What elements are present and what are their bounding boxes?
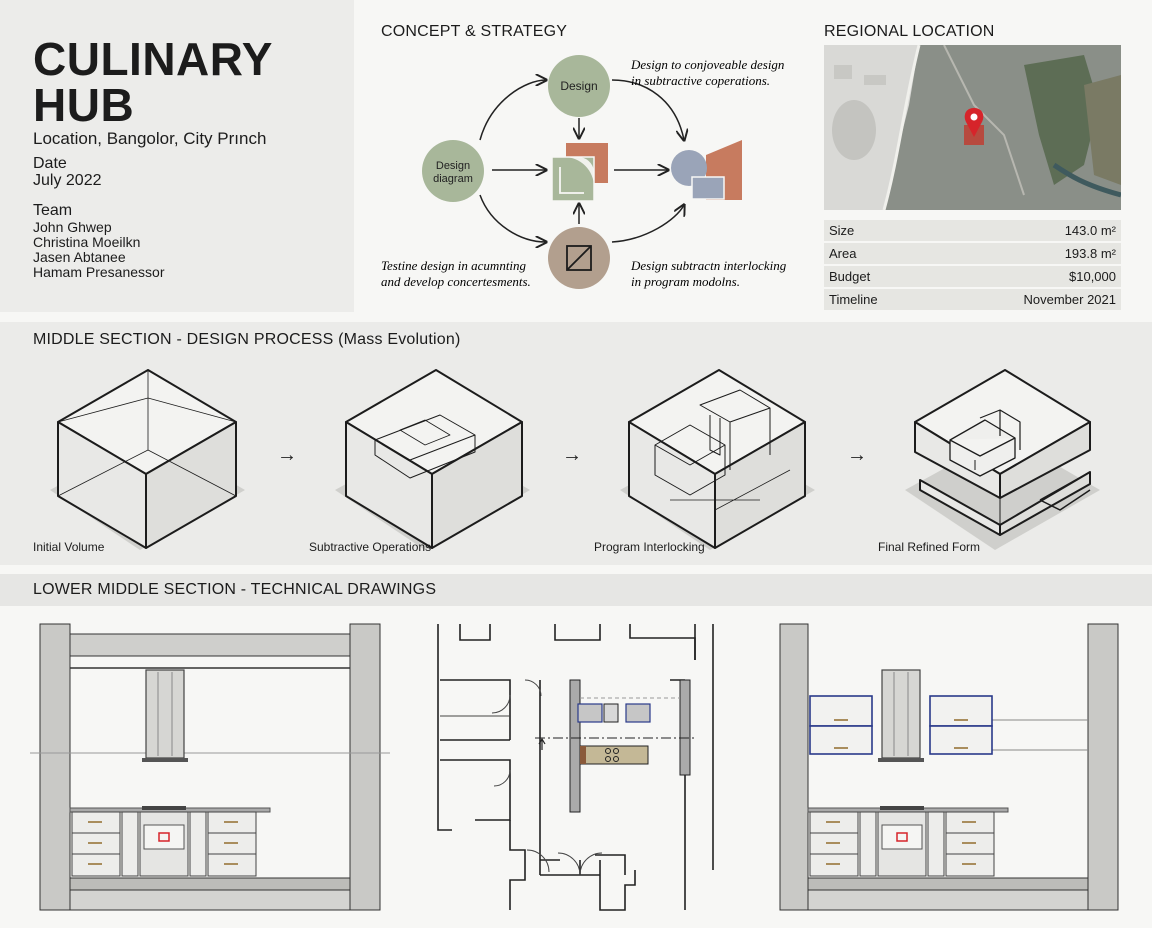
fact-label: Size	[824, 220, 933, 241]
fact-value: 193.8 m²	[932, 243, 1121, 264]
process-arrow-1: →	[277, 444, 297, 466]
stage-label-initial: Initial Volume	[33, 540, 105, 554]
design-node	[548, 55, 610, 117]
mass-final-form	[914, 369, 1091, 536]
north-arrow-icon	[538, 737, 546, 750]
team-member: Jasen Abtanee	[33, 249, 126, 265]
final-form-icon	[671, 140, 742, 200]
design-diagram-label-2: diagram	[433, 173, 473, 185]
fact-label: Budget	[824, 266, 933, 287]
process-arrow-3: →	[847, 444, 867, 466]
stage-label-subtractive: Subtractive Operations	[309, 540, 432, 554]
mass-subtractive	[345, 369, 523, 549]
floor-plan	[437, 624, 714, 911]
design-diagram-node	[422, 140, 484, 202]
design-node-label: Design	[560, 79, 597, 93]
process-heading: MIDDLE SECTION - DESIGN PROCESS (Mass Ev…	[33, 331, 460, 349]
fact-row-budget: Budget$10,000	[824, 266, 1121, 287]
fact-value: November 2021	[932, 289, 1121, 310]
process-heading-rest: (Mass Evolution)	[338, 331, 461, 348]
note-bottom-left-1: Testine design in acumnting	[381, 258, 527, 273]
team-member: Hamam Presanessor	[33, 264, 165, 280]
arrow-diagram-to-design	[479, 80, 546, 141]
note-top-right-2: in subtractive coperations.	[631, 73, 770, 88]
team-member: Christina Moeilkn	[33, 234, 141, 250]
upper-cabinet-icon	[809, 695, 993, 755]
fact-label: Area	[824, 243, 933, 264]
stage-label-interlocking: Program Interlocking	[594, 540, 705, 554]
team-label: Team	[33, 202, 73, 219]
technical-section-header	[0, 574, 1152, 606]
mass-program-interlocking	[628, 369, 806, 549]
regional-map	[824, 45, 1121, 210]
kitchen-counter-icon	[807, 806, 1009, 877]
mass-initial-volume	[57, 369, 237, 549]
title-panel	[0, 0, 354, 312]
note-bottom-right-1: Design subtractn interlocking	[630, 258, 787, 273]
process-arrow-2: →	[562, 444, 582, 466]
note-bottom-right-2: in program modolns.	[631, 274, 740, 289]
concept-heading: CONCEPT & STRATEGY	[381, 23, 568, 40]
section-drawing-right	[779, 623, 1119, 911]
date-value: July 2022	[33, 172, 102, 189]
fact-value: $10,000	[932, 266, 1121, 287]
title-line-2: HUB	[33, 79, 135, 131]
arrow-diagram-to-bottom	[479, 194, 546, 242]
stage-label-final: Final Refined Form	[878, 540, 981, 554]
arrow-bottom-to-result	[611, 205, 684, 243]
note-bottom-left-2: and develop concertesments.	[381, 274, 531, 289]
project-title: CULINARY HUB	[33, 36, 333, 128]
interlock-shape-icon	[551, 143, 608, 202]
location-pin-icon	[964, 108, 984, 137]
title-line-1: CULINARY	[33, 33, 273, 85]
technical-heading: LOWER MIDDLE SECTION - TECHNICAL DRAWING…	[33, 581, 437, 598]
section-drawing-left	[30, 623, 390, 911]
fact-label: Timeline	[824, 289, 933, 310]
range-hood-icon	[878, 669, 924, 762]
process-heading-bold: MIDDLE SECTION - DESIGN PROCESS	[33, 331, 334, 348]
kitchen-counter-icon	[69, 806, 271, 877]
concept-diagram: Design Design diagram Design to conjovea…	[381, 55, 787, 289]
mass-evolution-diagram	[50, 369, 1100, 550]
square-icon	[566, 245, 592, 271]
team-list: John Ghwep Christina Moeilkn Jasen Abtan…	[33, 220, 165, 280]
team-member: John Ghwep	[33, 219, 112, 235]
note-top-right-1: Design to conjoveable design	[630, 57, 784, 72]
regional-heading: REGIONAL LOCATION	[824, 23, 995, 40]
fact-value: 143.0 m²	[932, 220, 1121, 241]
project-location: Location, Bangolor, City Prınch	[33, 129, 267, 148]
date-label: Date	[33, 155, 67, 172]
arrow-design-to-result	[611, 79, 684, 140]
design-diagram-label-1: Design	[436, 160, 470, 172]
range-hood-icon	[142, 669, 188, 762]
